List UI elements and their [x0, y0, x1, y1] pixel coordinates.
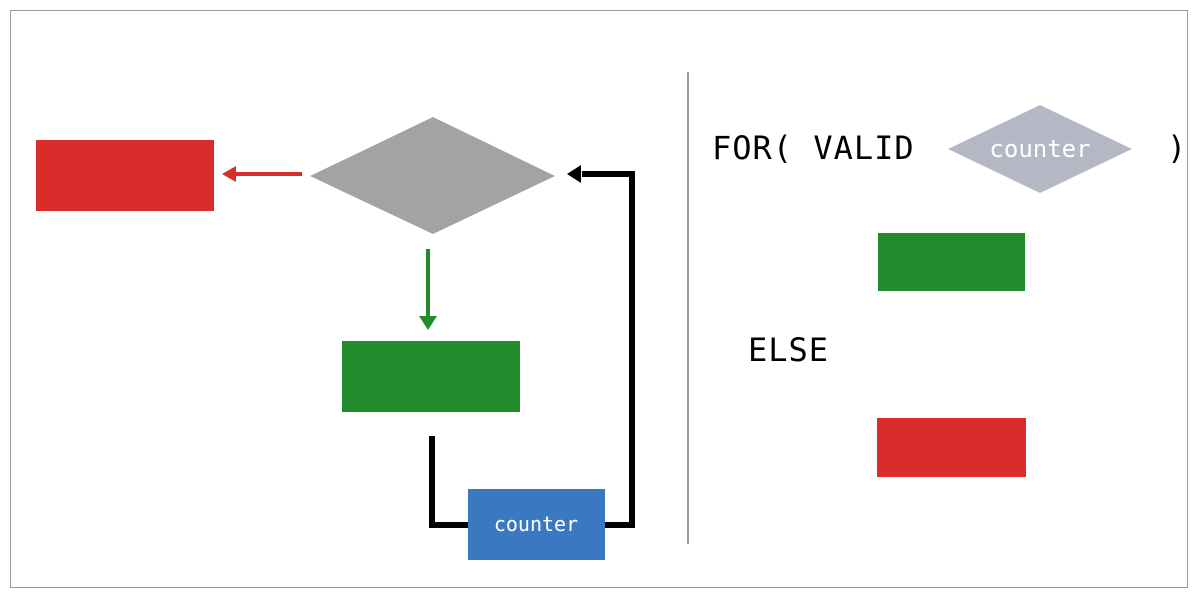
- false-branch-block: [36, 140, 214, 211]
- loop-body-block: [342, 341, 520, 412]
- counter-block-label: counter: [494, 512, 578, 536]
- true-arrow-head: [419, 316, 437, 330]
- close-paren: ): [1167, 129, 1188, 167]
- condition-diamond: [948, 105, 1132, 193]
- false-arrow-head: [222, 166, 236, 182]
- for-keyword: FOR( VALID: [712, 129, 915, 167]
- loop-arrow-head: [567, 165, 581, 183]
- loop-path-back: [582, 171, 635, 528]
- counter-block: [468, 489, 605, 560]
- decision-diamond: [310, 117, 555, 234]
- code-false-block: [877, 418, 1026, 477]
- section-divider: [687, 72, 689, 544]
- else-keyword: ELSE: [748, 331, 830, 369]
- diagram-frame: [10, 10, 1188, 588]
- loop-path-down: [429, 436, 468, 528]
- condition-diamond-label: counter: [989, 135, 1090, 163]
- code-true-block: [878, 233, 1025, 291]
